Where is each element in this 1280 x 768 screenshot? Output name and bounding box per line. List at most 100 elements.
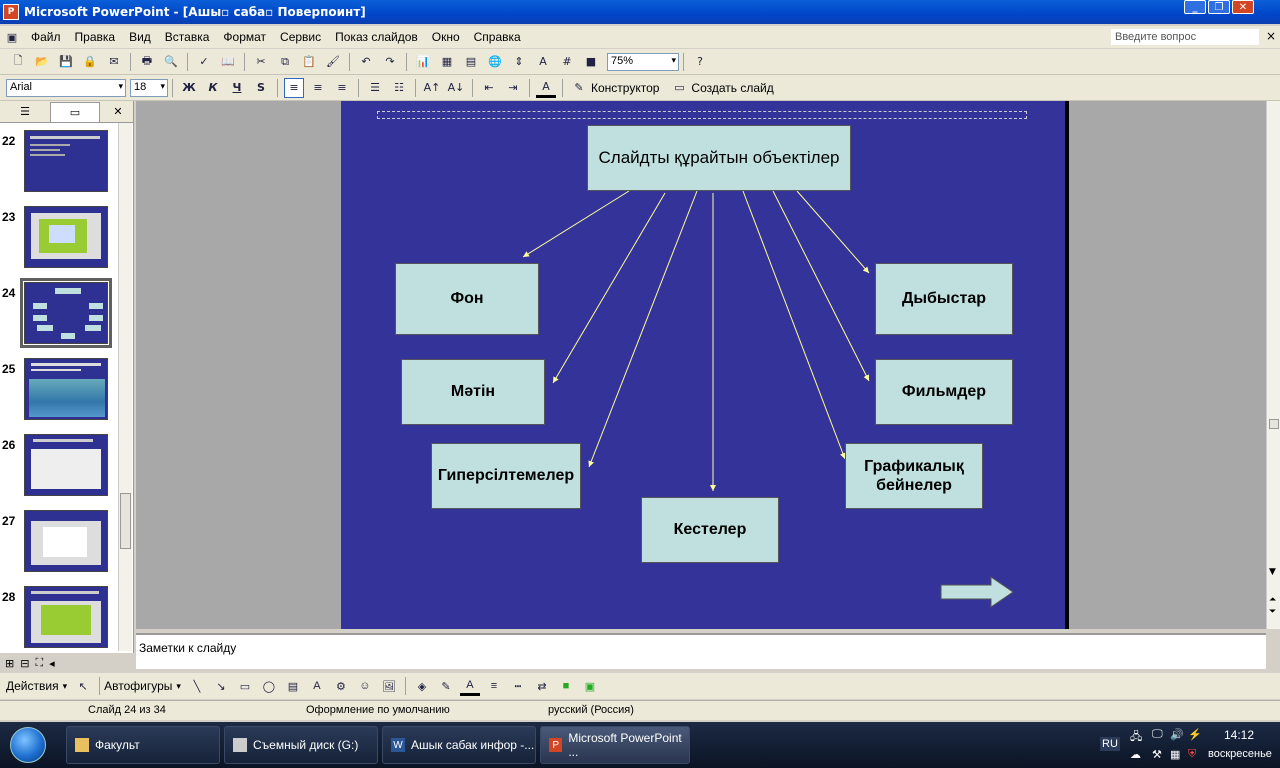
thumbnail-26[interactable]: 26 <box>0 434 120 500</box>
bluetooth-icon[interactable]: ☁ <box>1130 749 1141 761</box>
decrease-indent-icon[interactable]: ⇤ <box>484 81 494 94</box>
clock-time[interactable]: 14:12 <box>1224 728 1255 742</box>
cut-icon[interactable]: ✂ <box>256 55 266 68</box>
align-center-icon[interactable]: ≡ <box>313 81 323 94</box>
diagram-icon[interactable]: ⚙ <box>335 680 346 693</box>
menu-insert[interactable]: Вставка <box>164 30 210 44</box>
expand-icon[interactable]: ⇕ <box>514 55 524 68</box>
shadow-style-icon[interactable]: ■ <box>562 680 570 692</box>
doc-close-icon[interactable]: × <box>1266 29 1277 43</box>
pane-close-icon[interactable]: ✕ <box>113 105 123 118</box>
hyperlink-icon[interactable]: 🌐 <box>488 55 502 68</box>
undo-icon[interactable]: ↶ <box>361 55 371 68</box>
paste-icon[interactable]: 📋 <box>302 55 316 68</box>
new-icon[interactable]: 🗋 <box>13 54 23 67</box>
oval-icon[interactable]: ◯ <box>262 680 276 693</box>
rectangle-icon[interactable]: ▭ <box>239 680 251 693</box>
scroll-thumb[interactable] <box>1269 419 1279 429</box>
align-left-icon[interactable]: ≡ <box>284 77 304 98</box>
title-placeholder[interactable] <box>377 111 1027 119</box>
font-color-draw-icon[interactable]: A <box>459 676 480 696</box>
color-icon[interactable]: ■ <box>585 55 597 68</box>
task-powerpoint[interactable]: P Microsoft PowerPoint ... <box>540 726 690 764</box>
increase-indent-icon[interactable]: ⇥ <box>508 81 518 94</box>
close-button[interactable]: ✕ <box>1232 0 1254 14</box>
monitor-icon[interactable]: 🖵 <box>1152 728 1163 740</box>
node-kesteler[interactable]: Кестелер <box>641 497 779 563</box>
shrink-font-icon[interactable]: A↓ <box>447 81 465 94</box>
grid-icon[interactable]: # <box>562 55 572 68</box>
task-removable-disk[interactable]: Съемный диск (G:) <box>224 726 378 764</box>
minimize-button[interactable]: _ <box>1184 0 1206 14</box>
scroll-thumb[interactable] <box>120 493 131 549</box>
volume-icon[interactable]: 🔊 <box>1170 729 1184 741</box>
maximize-button[interactable]: ❐ <box>1208 0 1230 14</box>
node-hyper[interactable]: Гиперсілтемелер <box>431 443 581 509</box>
open-icon[interactable]: 📂 <box>35 55 49 68</box>
thumbnail-27[interactable]: 27 <box>0 510 120 576</box>
3d-style-icon[interactable]: ▣ <box>584 680 596 693</box>
clipart-icon[interactable]: ☺ <box>359 680 371 692</box>
shadow-button[interactable]: S <box>257 81 265 94</box>
menu-view[interactable]: Вид <box>129 30 151 44</box>
menu-tools[interactable]: Сервис <box>280 30 322 44</box>
picture-icon[interactable]: 🖼 <box>381 680 396 693</box>
menu-file[interactable]: Файл <box>31 30 61 44</box>
tables-borders-icon[interactable]: ▤ <box>465 55 477 68</box>
outline-tab[interactable]: ☰ <box>20 105 30 118</box>
prev-slide-icon[interactable]: ⏶ <box>1269 595 1277 605</box>
designer-button[interactable]: Конструктор <box>591 80 660 95</box>
new-slide-button[interactable]: Создать слайд <box>691 80 774 95</box>
underline-button[interactable]: Ч <box>232 81 242 94</box>
fill-color-icon[interactable]: ◈ <box>417 680 427 693</box>
thumbnail-22[interactable]: 22 <box>0 130 120 196</box>
menu-help[interactable]: Справка <box>473 30 521 44</box>
next-slide-icon[interactable]: ⏷ <box>1269 607 1277 617</box>
show-formatting-icon[interactable]: A <box>539 55 547 68</box>
zoom-select[interactable]: 75% <box>607 52 679 71</box>
task-faculty[interactable]: Факульт <box>66 726 220 764</box>
thumbnails-scrollbar[interactable] <box>118 123 132 651</box>
thumbnail-25[interactable]: 25 <box>0 358 120 424</box>
slideshow-view-icon[interactable]: ⛶ <box>35 656 44 669</box>
root-node[interactable]: Слайдты құрайтын объектілер <box>587 125 851 191</box>
menu-window[interactable]: Окно <box>431 30 460 44</box>
preview-icon[interactable]: 🔍 <box>164 55 178 68</box>
antivirus-icon[interactable]: ⛨ <box>1188 748 1197 760</box>
bold-button[interactable]: Ж <box>182 81 196 94</box>
app-tray-icon[interactable]: ▦ <box>1170 749 1181 761</box>
research-icon[interactable]: 📖 <box>221 55 235 68</box>
language-indicator[interactable]: RU <box>1100 737 1120 751</box>
redo-icon[interactable]: ↷ <box>385 55 395 68</box>
align-right-icon[interactable]: ≡ <box>337 81 347 94</box>
normal-view-icon[interactable]: ⊞ <box>5 656 15 670</box>
numbering-icon[interactable]: ☰ <box>370 81 380 94</box>
chart-icon[interactable]: 📊 <box>416 55 430 68</box>
menu-edit[interactable]: Правка <box>74 30 116 44</box>
table-icon[interactable]: ▦ <box>441 55 453 68</box>
slide-scrollbar[interactable]: ▼ ⏶ ⏷ <box>1266 101 1280 629</box>
italic-button[interactable]: К <box>208 81 218 94</box>
wordart-icon[interactable]: A <box>313 680 321 692</box>
bullets-icon[interactable]: ☷ <box>394 81 404 94</box>
thumbnail-24[interactable]: 24 <box>0 278 120 348</box>
node-dybys[interactable]: Дыбыстар <box>875 263 1013 335</box>
format-painter-icon[interactable]: 🖌 <box>326 55 340 68</box>
help-icon[interactable]: ? <box>697 55 703 68</box>
menu-format[interactable]: Формат <box>223 30 267 44</box>
task-word-doc[interactable]: W Ашык сабак инфор -... <box>382 726 536 764</box>
grow-font-icon[interactable]: A↑ <box>423 81 441 94</box>
node-fon[interactable]: Фон <box>395 263 539 335</box>
autoshapes-menu[interactable]: Автофигуры <box>104 679 173 693</box>
save-icon[interactable]: 💾 <box>59 55 73 68</box>
scroll-down-icon[interactable]: ▼ <box>1269 567 1276 577</box>
line-style-icon[interactable]: ≡ <box>490 680 498 692</box>
node-graf[interactable]: Графикалық бейнелер <box>845 443 983 509</box>
menu-slideshow[interactable]: Показ слайдов <box>335 30 418 44</box>
tools-icon[interactable]: ⚒ <box>1152 749 1162 761</box>
arrow-style-icon[interactable]: ⇄ <box>537 680 547 693</box>
email-icon[interactable]: ✉ <box>109 55 119 68</box>
thumbnail-23[interactable]: 23 <box>0 206 120 272</box>
print-icon[interactable]: 🖶 <box>141 54 153 67</box>
start-button[interactable] <box>10 727 46 763</box>
